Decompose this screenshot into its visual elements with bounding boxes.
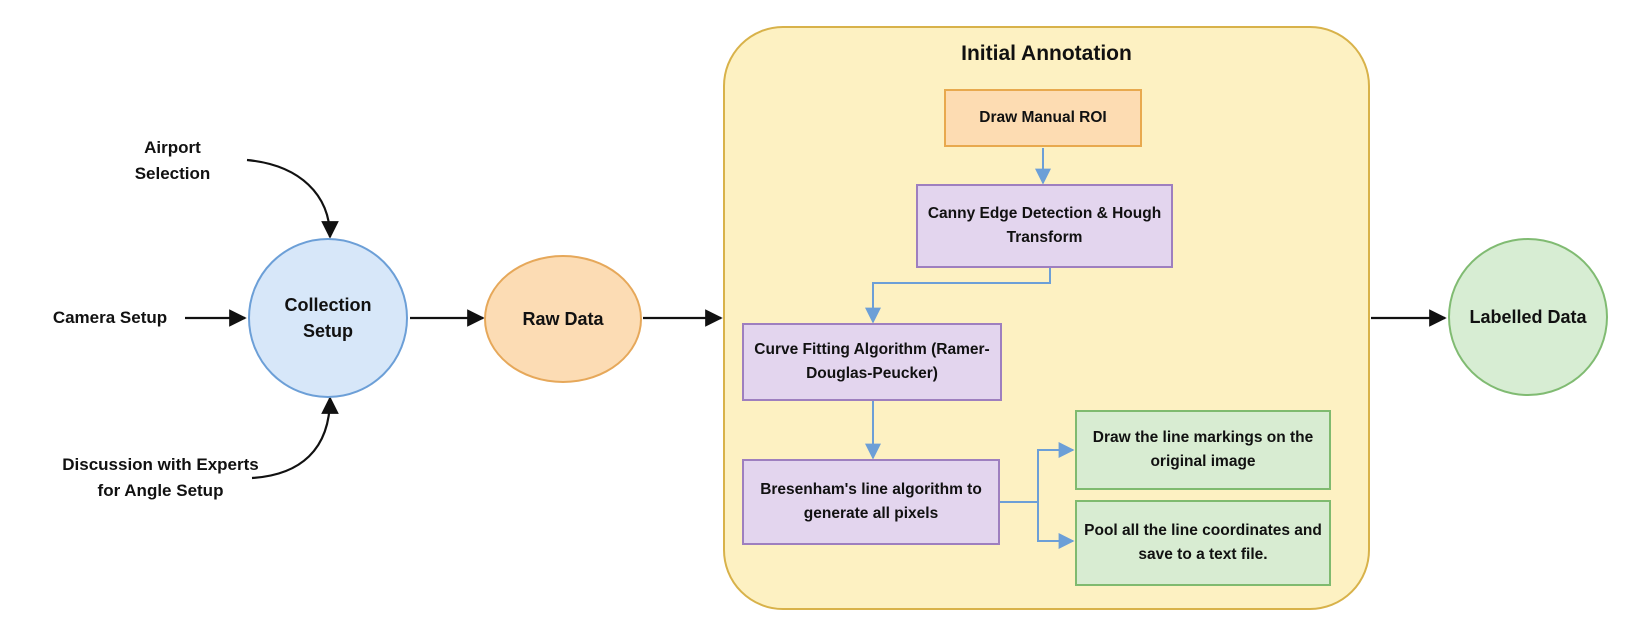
arrow-to-pool-coords <box>1037 502 1075 549</box>
canny-hough-box: Canny Edge Detection & Hough Transform <box>916 184 1173 268</box>
initial-annotation-title: Initial Annotation <box>961 42 1132 65</box>
collection-setup-node: Collection Setup <box>248 238 408 398</box>
arrow-airport-to-collection <box>246 158 339 239</box>
arrow-discussion-to-collection <box>251 396 339 480</box>
discussion-label: Discussion with Experts for Angle Setup <box>62 455 259 500</box>
curve-fitting-box: Curve Fitting Algorithm (Ramer-Douglas-P… <box>742 323 1002 401</box>
arrow-to-draw-markings <box>1037 442 1075 502</box>
airport-selection-label: Airport Selection <box>134 138 211 183</box>
pool-coordinates-box: Pool all the line coordinates and save t… <box>1075 500 1331 586</box>
camera-setup-label: Camera Setup <box>52 308 168 327</box>
bresenham-box: Bresenham's line algorithm to generate a… <box>742 459 1000 545</box>
raw-data-node: Raw Data <box>484 255 642 383</box>
draw-line-markings-box: Draw the line markings on the original i… <box>1075 410 1331 490</box>
arrow-canny-to-curve <box>865 268 1051 324</box>
draw-manual-roi-box: Draw Manual ROI <box>944 89 1142 147</box>
labelled-data-node: Labelled Data <box>1448 238 1608 396</box>
